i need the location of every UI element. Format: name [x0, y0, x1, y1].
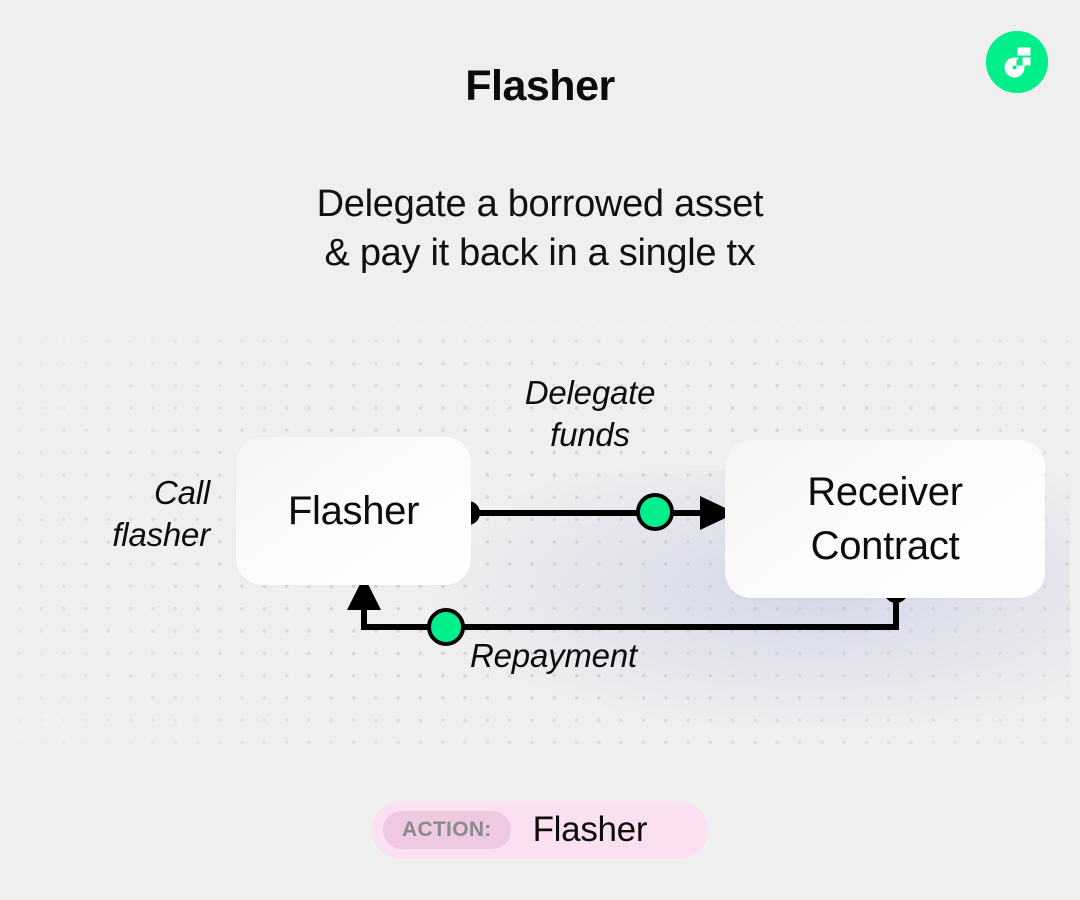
node-flasher[interactable]: Flasher	[236, 437, 471, 585]
page-title: Flasher	[465, 62, 615, 110]
node-receiver-contract[interactable]: Receiver Contract	[725, 440, 1045, 598]
edge-delegate-funds	[456, 493, 736, 531]
action-chip-label: ACTION:	[383, 811, 511, 849]
repayment-green-node	[427, 608, 465, 646]
label-call-flasher-line-2: flasher	[112, 516, 210, 553]
node-receiver-label: Receiver Contract	[807, 465, 963, 573]
action-badge: ACTION: Flasher	[372, 801, 708, 859]
label-delegate-funds-line-2: funds	[550, 416, 630, 453]
label-repayment: Repayment	[470, 637, 637, 674]
subtitle-line-2: & pay it back in a single tx	[324, 232, 756, 274]
node-receiver-label-line-2: Contract	[810, 524, 960, 568]
label-delegate-funds: Delegate funds	[470, 372, 710, 456]
brand-logo	[986, 31, 1048, 93]
action-value: Flasher	[532, 810, 648, 849]
flow-logo-icon	[986, 31, 1048, 93]
label-call-flasher-line-1: Call	[153, 474, 210, 511]
flow-diagram: Flasher Receiver Contract Call flasher D…	[0, 320, 1080, 750]
node-flasher-label: Flasher	[287, 489, 420, 533]
label-call-flasher: Call flasher	[40, 472, 210, 556]
label-delegate-funds-line-1: Delegate	[524, 374, 656, 411]
page-subtitle: Delegate a borrowed asset & pay it back …	[0, 180, 1080, 278]
delegate-funds-green-node	[636, 493, 674, 531]
node-receiver-label-line-1: Receiver	[807, 470, 963, 514]
subtitle-line-1: Delegate a borrowed asset	[316, 183, 764, 225]
